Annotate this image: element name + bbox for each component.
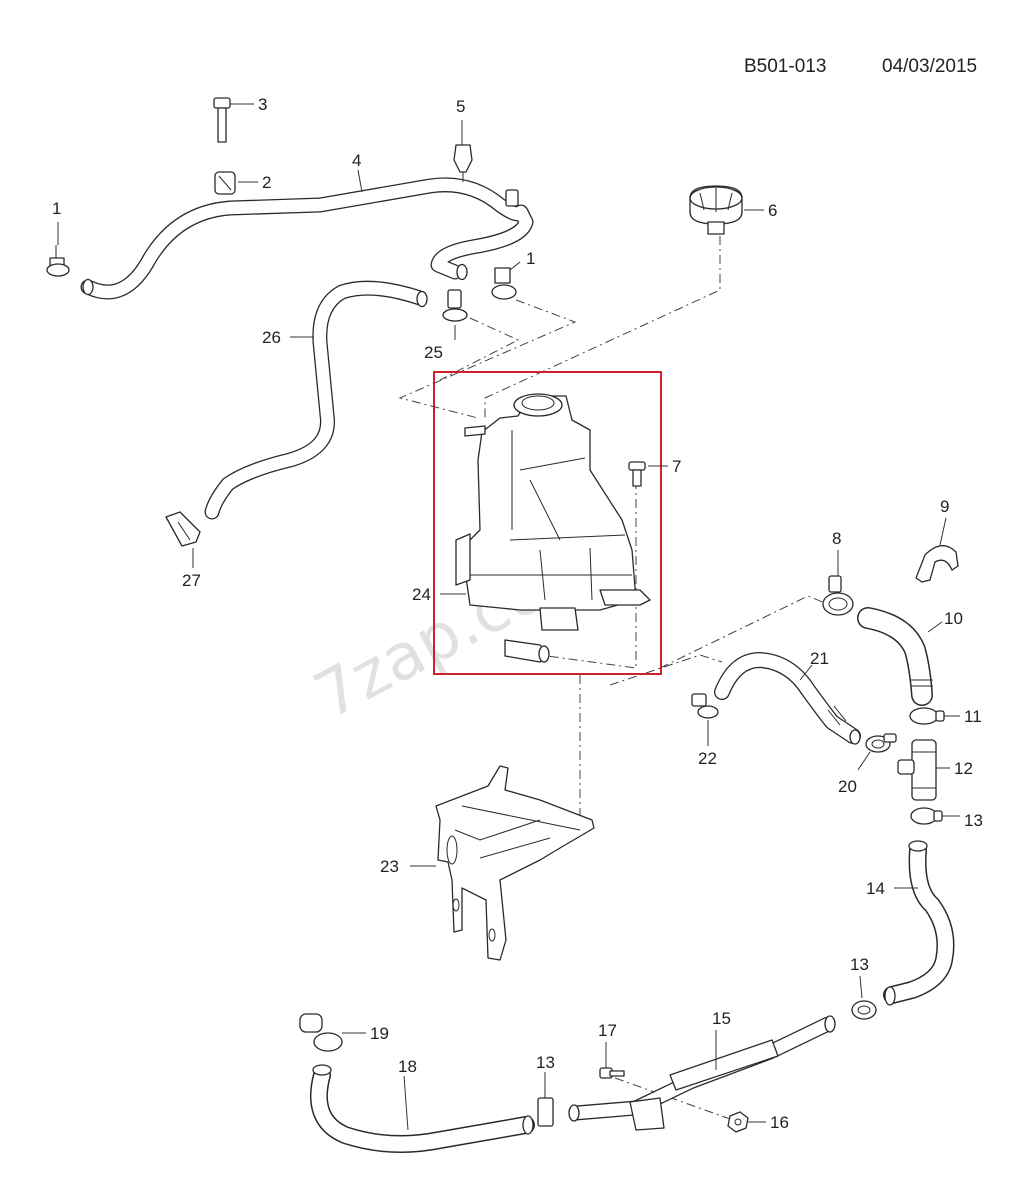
pipe-bolt	[599, 1067, 625, 1079]
callout-12: 12	[954, 759, 973, 778]
bolt	[213, 97, 231, 143]
callout-5: 5	[456, 97, 465, 116]
coolant-pipe	[568, 1015, 836, 1131]
hose-clamp-8	[822, 575, 854, 616]
callout-7: 7	[672, 457, 681, 476]
callout-3: 3	[258, 95, 267, 114]
reservoir-cap	[689, 185, 743, 235]
coolant-reservoir	[455, 393, 651, 663]
hose-21	[714, 652, 861, 745]
hose-clamp-13-lower	[537, 1090, 554, 1127]
left-hose	[204, 280, 428, 520]
callout-13-lower: 13	[536, 1053, 555, 1072]
upper-hose	[80, 177, 534, 300]
spring-clip	[915, 545, 959, 583]
callout-10: 10	[944, 609, 963, 628]
callout-22: 22	[698, 749, 717, 768]
hose-clamp-left	[46, 245, 70, 277]
highlighted-part-frame	[433, 371, 662, 675]
quick-connector	[165, 511, 201, 547]
callout-25: 25	[424, 343, 443, 362]
hose-14	[883, 840, 955, 1006]
callout-24: 24	[412, 585, 431, 604]
reservoir-bracket	[435, 765, 595, 961]
short-hose-10	[857, 607, 933, 706]
callout-11: 11	[964, 707, 982, 726]
hose-clamp-13-upper	[910, 807, 943, 825]
callout-2: 2	[262, 173, 271, 192]
tee-connector	[897, 739, 937, 801]
callout-1-right: 1	[526, 249, 535, 268]
leader-lines	[57, 103, 960, 1131]
callout-26: 26	[262, 328, 281, 347]
hose-clamp-right	[491, 267, 517, 300]
callout-14: 14	[866, 879, 885, 898]
hose-18	[309, 1064, 535, 1153]
callout-21: 21	[810, 649, 829, 668]
callout-19: 19	[370, 1024, 389, 1043]
hose-bracket	[214, 171, 236, 195]
callout-20: 20	[838, 777, 857, 796]
retaining-clip	[453, 144, 473, 182]
callout-8: 8	[832, 529, 841, 548]
callout-1-left: 1	[52, 199, 61, 218]
callout-15: 15	[712, 1009, 731, 1028]
callout-6: 6	[768, 201, 777, 220]
hose-clamp-22	[691, 693, 719, 719]
hex-nut	[727, 1111, 749, 1133]
diagram-code: B501-013	[744, 56, 827, 77]
callout-labels: 1 1 2 3 4 5 6 7 8 9 10 11 12 13 13 13 14…	[52, 95, 983, 1132]
hose-clamp-25	[442, 289, 468, 322]
hose-clamp-13-middle	[851, 1000, 877, 1020]
hose-clamp-19	[299, 1013, 343, 1052]
callout-27: 27	[182, 571, 201, 590]
callout-13-middle: 13	[850, 955, 869, 974]
callout-17: 17	[598, 1021, 617, 1040]
callout-9: 9	[940, 497, 949, 516]
callout-18: 18	[398, 1057, 417, 1076]
connection-lines	[398, 236, 833, 1121]
reservoir-screw	[628, 461, 646, 487]
callout-4: 4	[352, 151, 361, 170]
callout-13-upper: 13	[964, 811, 983, 830]
callout-16: 16	[770, 1113, 789, 1132]
hose-clamp-20	[865, 733, 897, 753]
hose-clamp-11	[909, 707, 945, 725]
diagram-date: 04/03/2015	[882, 56, 978, 77]
callout-23: 23	[380, 857, 399, 876]
